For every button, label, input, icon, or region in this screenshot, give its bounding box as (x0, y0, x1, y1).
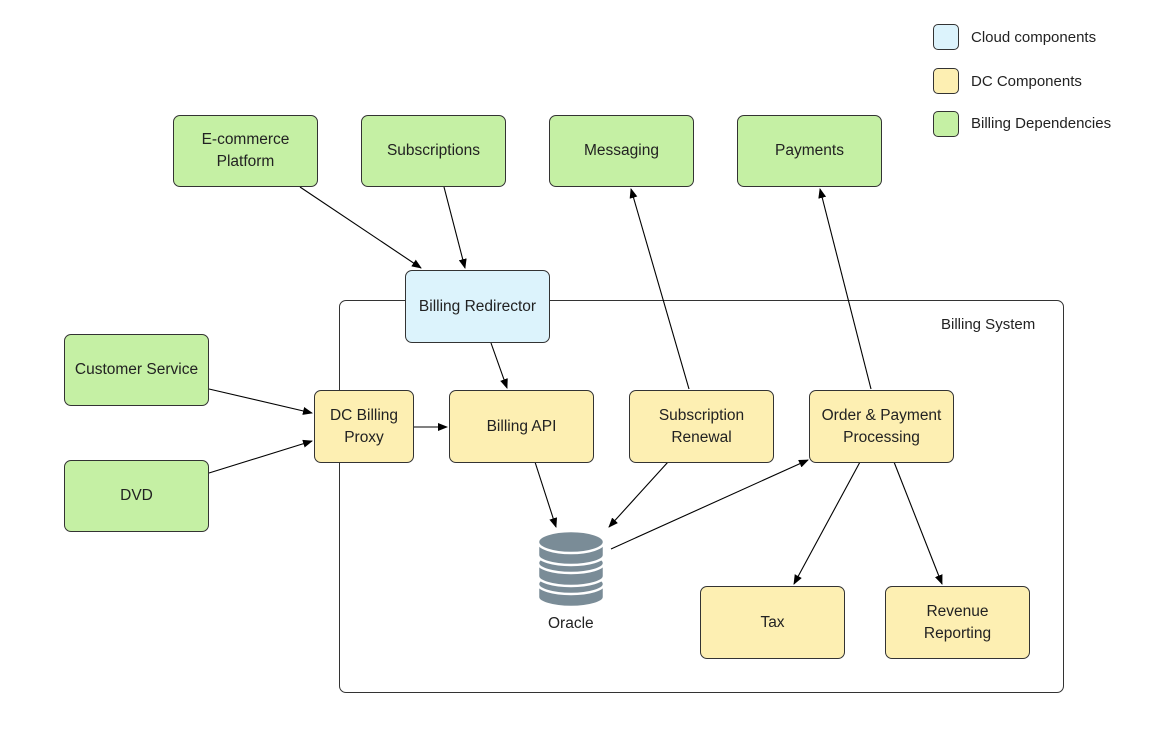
edge-redirector-to-billing-api (490, 342, 508, 389)
node-dc-billing-proxy[interactable]: DC Billing Proxy (314, 390, 414, 463)
node-payments[interactable]: Payments (737, 115, 882, 187)
edge-order-to-revenue (893, 461, 943, 585)
node-ecommerce-platform[interactable]: E-commerce Platform (173, 115, 318, 187)
node-order-payment-processing[interactable]: Order & Payment Processing (809, 390, 954, 463)
edge-ecommerce-to-redirector (299, 186, 422, 269)
node-label: Billing Redirector (418, 297, 537, 315)
node-label: Order & Payment Processing (821, 406, 942, 446)
edge-order-to-tax (793, 461, 861, 585)
node-billing-api[interactable]: Billing API (449, 390, 594, 463)
edge-renewal-to-messaging (629, 188, 690, 390)
node-label: DVD (120, 487, 153, 504)
node-subscriptions[interactable]: Subscriptions (361, 115, 506, 187)
node-label: Tax (760, 613, 785, 631)
legend-label-dc: DC Components (971, 73, 1082, 90)
legend-label-cloud: Cloud components (971, 29, 1097, 46)
node-tax[interactable]: Tax (700, 586, 845, 659)
legend-swatch-cloud (933, 24, 959, 50)
node-label: Subscriptions (386, 142, 481, 159)
node-label: Revenue Reporting (923, 602, 992, 642)
edge-customer-service-to-proxy (208, 388, 313, 415)
node-messaging[interactable]: Messaging (549, 115, 694, 187)
node-revenue-reporting[interactable]: Revenue Reporting (885, 586, 1030, 659)
edge-order-to-payments (818, 188, 872, 390)
node-label: Customer Service (74, 361, 199, 378)
node-label: E-commerce Platform (201, 131, 290, 170)
node-label: Messaging (584, 142, 659, 159)
node-label: Subscription Renewal (658, 406, 745, 446)
node-label: Payments (775, 142, 844, 159)
node-dvd[interactable]: DVD (64, 460, 209, 532)
edge-oracle-to-order (610, 459, 809, 550)
database-label: Oracle (548, 615, 594, 632)
node-customer-service[interactable]: Customer Service (64, 334, 209, 406)
billing-system-label: Billing System (941, 316, 1036, 333)
legend-label-dependency: Billing Dependencies (971, 115, 1112, 132)
legend-swatch-dc (933, 68, 959, 94)
node-billing-redirector[interactable]: Billing Redirector (405, 270, 550, 343)
billing-system-group (339, 300, 1064, 693)
node-subscription-renewal[interactable]: Subscription Renewal (629, 390, 774, 463)
edge-dvd-to-proxy (208, 439, 313, 474)
node-label: Billing API (486, 417, 557, 435)
edge-renewal-to-oracle (608, 461, 669, 528)
legend-swatch-dependency (933, 111, 959, 137)
edge-billing-api-to-oracle (534, 461, 558, 528)
node-label: DC Billing Proxy (329, 406, 399, 446)
edge-subscriptions-to-redirector (443, 186, 467, 269)
